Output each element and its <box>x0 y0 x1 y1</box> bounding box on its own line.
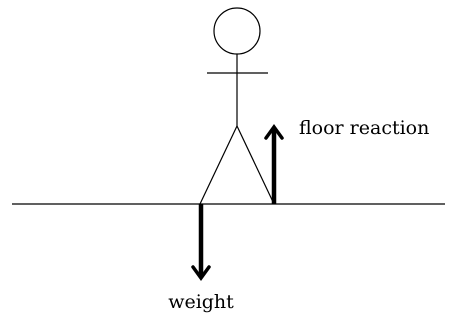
weight-arrow <box>191 204 211 281</box>
floor-reaction-label: floor reaction <box>299 117 429 139</box>
figure-left-leg <box>199 125 238 205</box>
stick-figure <box>199 7 275 205</box>
figure-head <box>213 7 261 55</box>
figure-right-leg <box>236 125 275 205</box>
weight-label: weight <box>168 291 234 313</box>
floor-reaction-arrow <box>264 124 284 204</box>
